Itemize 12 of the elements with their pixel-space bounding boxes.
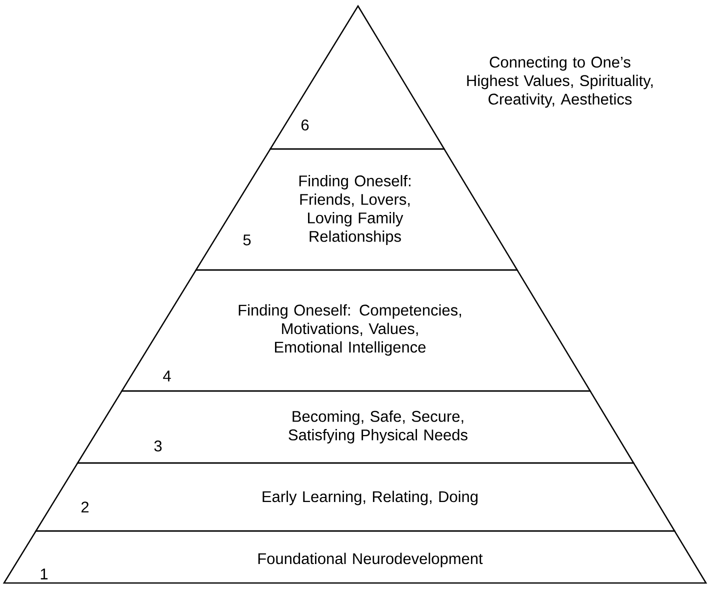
level-text: Connecting to One’s Highest Values, Spirituality, Creativity, Aesthetics	[467, 56, 653, 108]
level-text: Foundational Neurodevelopment	[258, 552, 483, 568]
level-number: 6	[301, 120, 309, 130]
level-number: 1	[40, 568, 48, 580]
level-text: Finding Oneself: Competencies, Motivations, Values, Emotional Intelligence	[238, 304, 461, 356]
level-text: Finding Oneself: Friends, Lovers, Loving Family Relationships	[299, 175, 410, 245]
level-number: 2	[81, 502, 89, 512]
level-number: 3	[154, 440, 162, 452]
level-number: 5	[243, 234, 251, 246]
level-text: Early Learning, Relating, Doing	[262, 490, 478, 506]
level-number: 4	[163, 370, 171, 382]
level-text: Becoming, Safe, Secure, Satisfying Physical Needs	[288, 410, 468, 444]
